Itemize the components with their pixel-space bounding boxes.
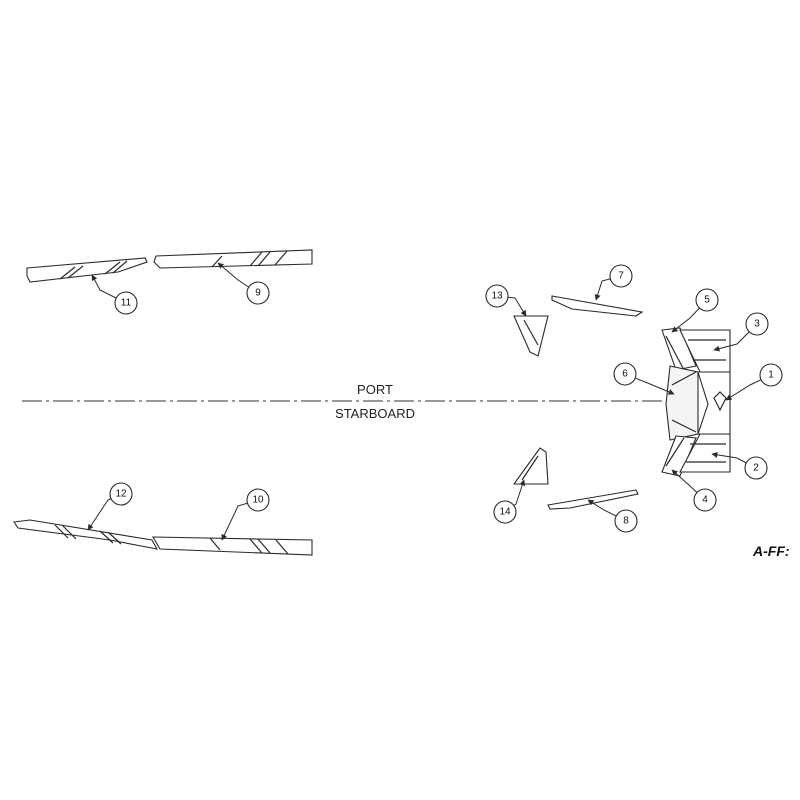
decal-9	[153, 249, 313, 269]
drawing-code: A-FF:	[752, 543, 790, 559]
callout-11: 11	[114, 291, 138, 315]
callout-8: 8	[614, 509, 638, 533]
decal-7	[551, 295, 644, 317]
callout-12: 12	[109, 482, 133, 506]
svg-text:11: 11	[121, 298, 132, 309]
callout-9: 9	[246, 281, 270, 305]
decal-8	[547, 489, 639, 510]
svg-text:2: 2	[753, 463, 759, 474]
callout-14: 14	[493, 500, 517, 524]
svg-text:14: 14	[499, 507, 511, 518]
callout-1: 1	[759, 363, 783, 387]
callout-6: 6	[613, 362, 637, 386]
svg-text:6: 6	[622, 369, 628, 380]
svg-text:5: 5	[704, 295, 710, 306]
svg-text:4: 4	[702, 495, 708, 506]
decal-6	[665, 365, 699, 441]
svg-text:1: 1	[768, 370, 774, 381]
svg-text:10: 10	[252, 495, 264, 506]
callout-5: 5	[695, 288, 719, 312]
svg-text:3: 3	[754, 319, 760, 330]
svg-text:9: 9	[255, 288, 261, 299]
decal-11	[26, 257, 148, 283]
decal-4	[661, 435, 697, 477]
decal-2	[679, 433, 731, 473]
callout-10: 10	[246, 488, 270, 512]
callout-3: 3	[745, 312, 769, 336]
callout-13: 13	[485, 284, 509, 308]
callout-2: 2	[744, 456, 768, 480]
decal-12	[13, 519, 159, 550]
svg-text:12: 12	[115, 489, 127, 500]
decal-14	[512, 447, 549, 485]
svg-text:13: 13	[491, 291, 503, 302]
port-label: PORT	[357, 382, 393, 397]
starboard-label: STARBOARD	[335, 406, 415, 421]
callout-4: 4	[693, 488, 717, 512]
decal-1	[697, 371, 731, 435]
decal-10	[152, 536, 313, 556]
svg-text:8: 8	[623, 516, 629, 527]
decal-13	[513, 315, 549, 357]
callout-7: 7	[609, 264, 633, 288]
svg-text:7: 7	[618, 271, 624, 282]
